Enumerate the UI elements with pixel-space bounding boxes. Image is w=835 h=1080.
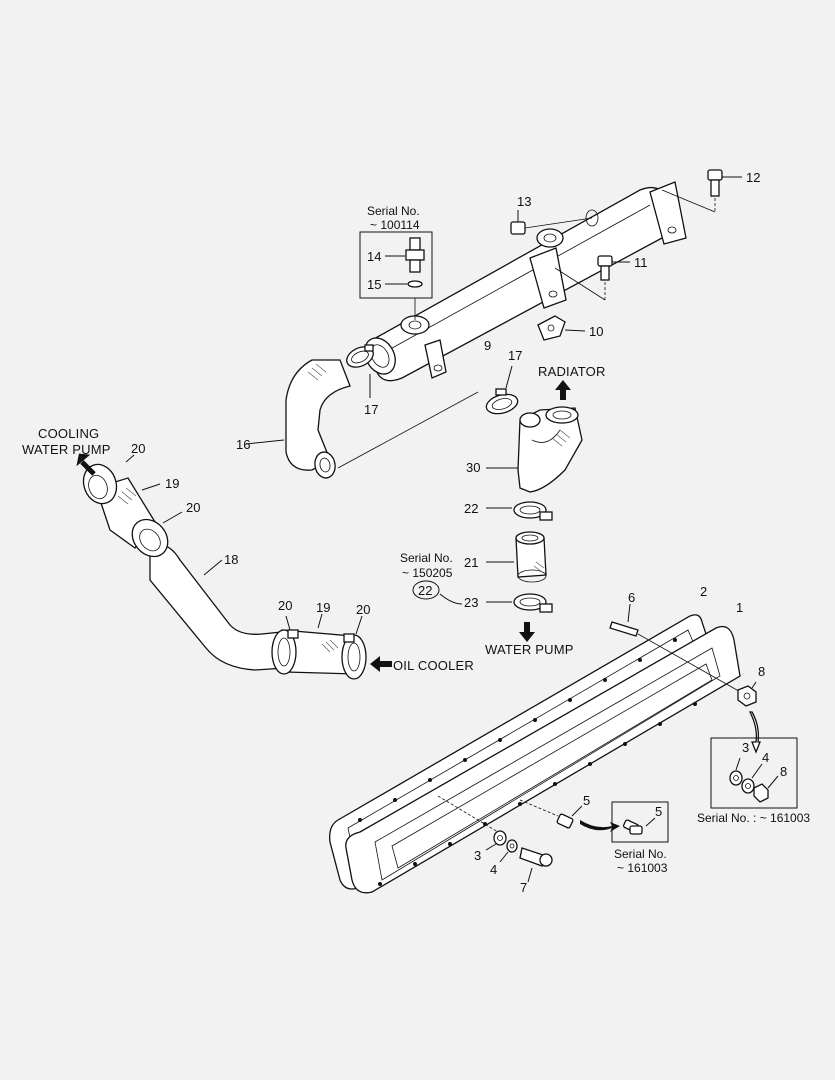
part-3-washer xyxy=(485,830,507,851)
part-1-cover-plate xyxy=(345,625,741,894)
part-12-bolt xyxy=(661,169,742,213)
part-17-clamp-upper xyxy=(346,344,374,398)
callout-8: 8 xyxy=(758,664,765,679)
callout-8-inset: 8 xyxy=(780,764,787,779)
callout-22-circled: 22 xyxy=(418,583,432,598)
part-23-clamp xyxy=(486,593,553,613)
label-cooling: COOLING xyxy=(38,426,99,441)
callout-10: 10 xyxy=(589,324,603,339)
part-16-hose xyxy=(245,359,479,479)
part-20-clamps-right xyxy=(271,615,367,680)
callout-13: 13 xyxy=(517,194,531,209)
serial-top-label: Serial No. xyxy=(367,204,420,218)
callout-5: 5 xyxy=(583,793,590,808)
serial-top-value: ~ 100114 xyxy=(370,218,420,232)
callout-1: 1 xyxy=(736,600,743,615)
callout-22: 22 xyxy=(464,501,478,516)
part-6-stud xyxy=(609,603,745,695)
callout-3-inset: 3 xyxy=(742,740,749,755)
cover-bolt-holes xyxy=(358,638,697,886)
callout-4: 4 xyxy=(490,862,497,877)
callout-19-right: 19 xyxy=(316,600,330,615)
label-radiator: RADIATOR xyxy=(538,364,606,379)
part-5-bolt xyxy=(519,799,620,832)
callout-21: 21 xyxy=(464,555,478,570)
part-7-stud xyxy=(437,795,553,883)
part-4-washer xyxy=(499,839,518,863)
serial-150205-leader xyxy=(439,593,463,605)
part-11-bolt xyxy=(554,255,630,301)
serial-bot-value: ~ 161003 xyxy=(617,861,668,875)
oil-cooler-arrow xyxy=(370,656,392,672)
water-manifold-pipe xyxy=(364,181,687,382)
label-cooling-water-pump: WATER PUMP xyxy=(22,442,111,457)
callout-18: 18 xyxy=(224,552,238,567)
part-17-clamp-lower xyxy=(485,365,519,415)
inset-serial-161003-bottom xyxy=(611,801,669,843)
inset-serial-161003-right xyxy=(710,737,798,809)
serial-mid-label: Serial No. xyxy=(400,551,453,565)
callout-30: 30 xyxy=(466,460,480,475)
callout-14: 14 xyxy=(367,249,381,264)
part-8-nut xyxy=(737,681,761,754)
callout-20-mid: 20 xyxy=(186,500,200,515)
part-10-gasket xyxy=(537,315,586,341)
serial-right: Serial No. : ~ 161003 xyxy=(697,811,810,825)
callout-6: 6 xyxy=(628,590,635,605)
callout-20-right-b: 20 xyxy=(356,602,370,617)
serial-mid-value: ~ 150205 xyxy=(402,566,453,580)
callout-4-inset: 4 xyxy=(762,750,769,765)
callout-17-lower: 17 xyxy=(508,348,522,363)
callout-15: 15 xyxy=(367,277,381,292)
callout-5-inset: 5 xyxy=(655,804,662,819)
part-18-pipe xyxy=(149,543,286,671)
callout-7: 7 xyxy=(520,880,527,895)
callout-11: 11 xyxy=(634,255,648,270)
water-pump-arrow xyxy=(519,622,535,642)
label-oil-cooler: OIL COOLER xyxy=(393,658,474,673)
part-22-clamp xyxy=(486,501,553,521)
callout-20-top: 20 xyxy=(131,441,145,456)
callout-3: 3 xyxy=(474,848,481,863)
callout-9: 9 xyxy=(484,338,491,353)
callout-19-left: 19 xyxy=(165,476,179,491)
label-water-pump: WATER PUMP xyxy=(485,642,574,657)
callout-17-upper: 17 xyxy=(364,402,378,417)
callout-2: 2 xyxy=(700,584,707,599)
cooling-water-pump-arrow xyxy=(76,453,96,476)
part-13-plug xyxy=(510,210,593,235)
callout-20-right-a: 20 xyxy=(278,598,292,613)
part-30-housing xyxy=(486,406,583,493)
radiator-arrow xyxy=(555,380,571,400)
callout-12: 12 xyxy=(746,170,760,185)
callout-23: 23 xyxy=(464,595,478,610)
inset-serial-100114 xyxy=(359,231,433,320)
callout-16: 16 xyxy=(236,437,250,452)
part-21-hose xyxy=(486,531,547,583)
callout-22-circle xyxy=(412,580,440,600)
serial-bot-label: Serial No. xyxy=(614,847,667,861)
